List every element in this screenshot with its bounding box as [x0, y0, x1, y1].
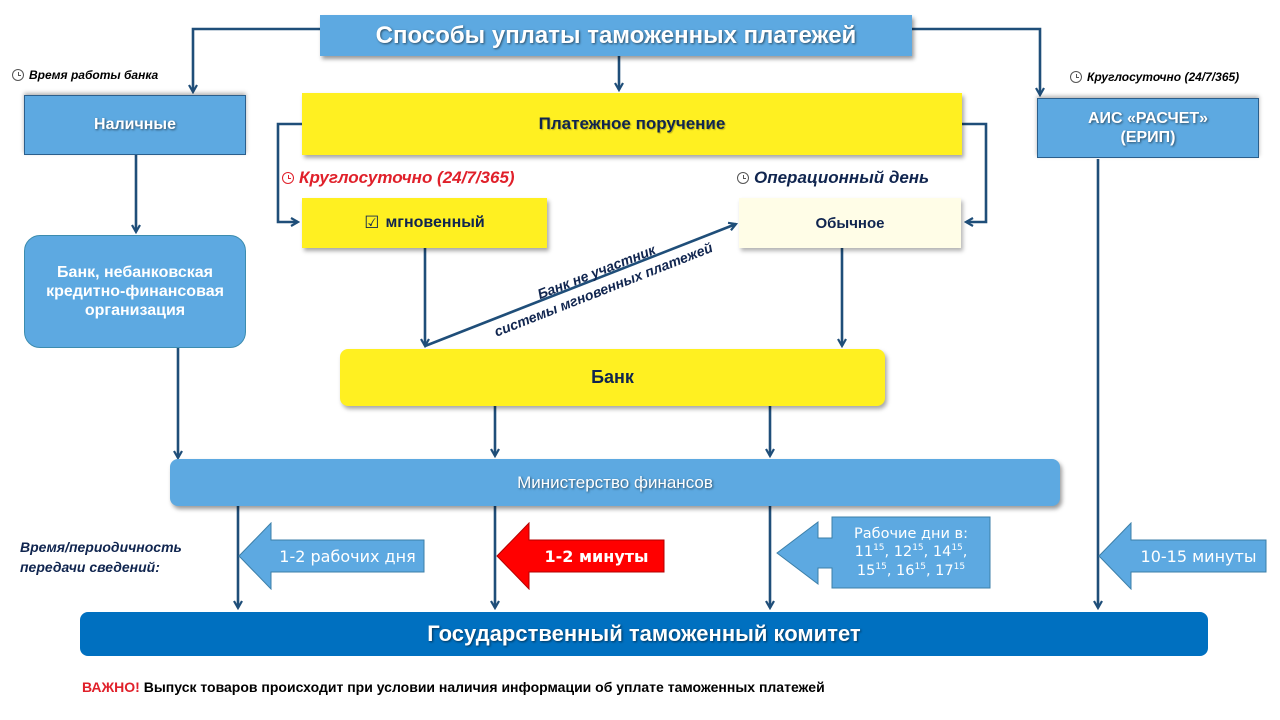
erip-label-line1: АИС «РАСЧЕТ» — [1087, 109, 1209, 127]
instant-time-text: Круглосуточно (24/7/365) — [299, 168, 515, 187]
clock-icon — [1070, 71, 1082, 83]
regular-transfer-line3: 1515, 1615, 1715 — [856, 561, 966, 579]
hour-11: 11 — [854, 544, 874, 561]
footer-note: ВАЖНО! Выпуск товаров происходит при усл… — [82, 679, 825, 695]
cash-transfer-text: 1-2 рабочих дня — [279, 546, 416, 566]
hour-17: 17 — [935, 562, 954, 579]
hour-16: 16 — [896, 562, 915, 579]
ministry-label: Министерство финансов — [517, 472, 713, 492]
regular-time-note: Операционный день — [737, 168, 929, 188]
clock-icon — [737, 172, 749, 184]
cash-label: Наличные — [94, 116, 176, 133]
minutes: 15 — [953, 561, 966, 572]
minutes: 15 — [912, 543, 924, 554]
ministry-box: Министерство финансов — [170, 459, 1060, 506]
regular-label: Обычное — [815, 214, 885, 232]
instant-transfer-arrow — [496, 522, 665, 590]
erip-time-note: Круглосуточно (24/7/365) — [1070, 70, 1239, 84]
title-box: Способы уплаты таможенных платежей — [320, 15, 912, 56]
cash-time-text: Время работы банка — [29, 68, 159, 82]
minutes: 15 — [951, 543, 963, 554]
regular-transfer-line2: 1115, 1215, 1415, — [854, 543, 968, 561]
hour-15: 15 — [856, 562, 876, 579]
transfer-label-line2: передачи сведений: — [20, 559, 160, 576]
erip-time-text: Круглосуточно (24/7/365) — [1087, 70, 1240, 84]
customs-box: Государственный таможенный комитет — [80, 612, 1208, 656]
connector-title-cash — [193, 27, 320, 92]
hour-14: 14 — [932, 544, 952, 561]
cash-box: Наличные — [24, 95, 246, 155]
bank-org-box: Банк, небанковская кредитно-финансовая о… — [24, 235, 246, 348]
transfer-label-line1: Время/периодичность — [20, 539, 182, 555]
minutes: 15 — [875, 561, 887, 572]
minutes: 15 — [914, 561, 926, 572]
regular-transfer-time: Рабочие дни в: 1115, 1215, 1415, 1515, 1… — [832, 517, 990, 588]
erip-label-line2: (ЕРИП) — [1120, 129, 1176, 146]
erip-transfer-arrow — [1098, 522, 1267, 590]
clock-icon — [282, 172, 294, 184]
connector-order-regular — [962, 122, 988, 222]
hour-12: 12 — [893, 544, 913, 561]
cash-transfer-arrow — [238, 522, 425, 590]
payment-order-box: Платежное поручение — [302, 93, 962, 155]
instant-time-note: Круглосуточно (24/7/365) — [282, 168, 515, 188]
instant-label: мгновенный — [385, 214, 485, 231]
clock-icon — [12, 69, 24, 81]
erip-transfer-time: 10-15 минуты — [1131, 540, 1266, 572]
page-title: Способы уплаты таможенных платежей — [375, 21, 857, 49]
checkbox-icon: ☑ — [364, 213, 380, 233]
transfer-label: Время/периодичность передачи сведений: — [20, 537, 182, 578]
bank-org-label: Банк, небанковская кредитно-финансовая о… — [46, 263, 224, 320]
connector-title-erip — [912, 27, 1040, 95]
instant-transfer-time: 1-2 минуты — [529, 540, 664, 572]
bank-label: Банк — [591, 367, 634, 387]
regular-time-text: Операционный день — [754, 168, 930, 187]
customs-label: Государственный таможенный комитет — [427, 621, 861, 646]
footer-text: Выпуск товаров происходит при условии на… — [143, 679, 825, 695]
erip-box: АИС «РАСЧЕТ» (ЕРИП) — [1037, 98, 1259, 158]
erip-transfer-text: 10-15 минуты — [1140, 546, 1257, 566]
cash-transfer-time: 1-2 рабочих дня — [271, 540, 424, 572]
bank-box: Банк — [340, 349, 885, 406]
cash-time-note: Время работы банка — [12, 68, 158, 82]
regular-box: Обычное — [739, 198, 961, 248]
instant-box: ☑ мгновенный — [302, 198, 547, 248]
minutes: 15 — [873, 543, 885, 554]
regular-transfer-line1: Рабочие дни в: — [854, 526, 968, 543]
payment-order-label: Платежное поручение — [538, 114, 726, 133]
regular-transfer-arrow — [776, 516, 991, 589]
important-label: ВАЖНО! — [82, 679, 140, 695]
instant-transfer-text: 1-2 минуты — [544, 546, 649, 566]
